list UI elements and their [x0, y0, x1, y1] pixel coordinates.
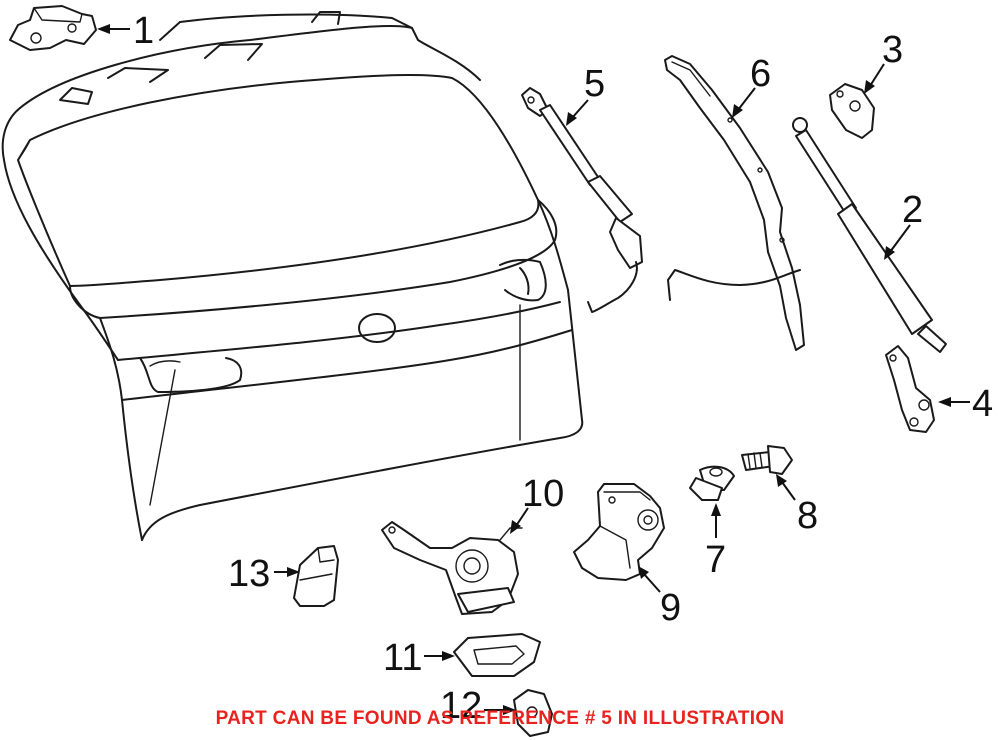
- callout-6-label: 6: [750, 53, 771, 95]
- part-11-handle: [453, 633, 541, 677]
- callout-13-label: 13: [228, 553, 270, 595]
- callout-2-label: 2: [902, 189, 923, 231]
- callout-2: 2: [884, 189, 923, 260]
- callout-3: 3: [864, 29, 903, 94]
- callout-1: 1: [97, 10, 154, 52]
- callout-7-label: 7: [705, 539, 726, 581]
- callout-12-label: 12: [440, 685, 482, 727]
- liftgate-panel: [1, 11, 584, 541]
- callout-5: 5: [566, 63, 605, 126]
- part-5-power-strut: [521, 87, 643, 313]
- callout-11-label: 11: [383, 637, 422, 679]
- callout-5-label: 5: [584, 63, 605, 105]
- part-6-side-rail: [664, 55, 805, 351]
- callout-8: 8: [776, 474, 818, 537]
- part-2-gas-strut: [792, 117, 947, 353]
- part-4-bracket: [885, 345, 935, 433]
- callout-8-label: 8: [797, 495, 818, 537]
- callout-1-label: 1: [133, 10, 154, 52]
- callout-3-label: 3: [882, 29, 903, 71]
- part-1-bracket: [9, 5, 97, 51]
- part-8-bolt: [741, 445, 793, 475]
- callout-4: 4: [938, 383, 993, 425]
- callout-11: 11: [383, 637, 455, 679]
- callout-10: 10: [510, 473, 564, 534]
- callout-12: 12: [440, 685, 516, 727]
- part-9-latch: [573, 483, 665, 581]
- part-13-switch: [293, 545, 339, 607]
- callout-9-label: 9: [660, 587, 681, 629]
- part-12-bracket: [513, 689, 553, 737]
- callout-10-label: 10: [522, 473, 564, 515]
- callout-4-label: 4: [972, 383, 993, 425]
- callout-7: 7: [705, 503, 726, 581]
- callout-6: 6: [732, 53, 771, 118]
- part-3-bracket: [829, 83, 875, 139]
- reference-note: PART CAN BE FOUND AS REFERENCE # 5 IN IL…: [215, 708, 785, 729]
- part-7-clip: [689, 465, 735, 501]
- callout-13: 13: [228, 553, 300, 595]
- callout-9: 9: [638, 566, 681, 629]
- part-10-closer-motor: [381, 521, 523, 615]
